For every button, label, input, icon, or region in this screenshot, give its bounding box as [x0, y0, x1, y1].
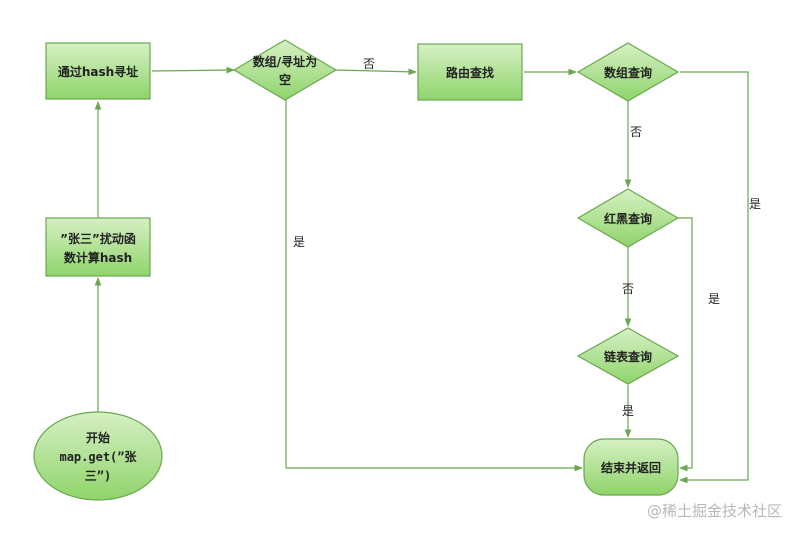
node-hash-addr-shape — [45, 42, 151, 100]
node-rb-query-label: 红黑查询 — [604, 211, 652, 226]
edge-label-array-no: 否 — [630, 125, 642, 139]
node-list-query-label: 链表查询 — [604, 349, 652, 364]
node-start-shape — [33, 411, 163, 501]
edge-rb-query-to-end — [678, 217, 693, 472]
edge-array-empty-to-route-find — [335, 68, 417, 76]
node-list-query: 链表查询 — [576, 327, 680, 385]
edge-label-array-yes: 是 — [749, 197, 761, 211]
edge-label-empty-no: 否 — [363, 57, 375, 71]
node-hash-calc-shape — [45, 217, 151, 277]
edge-label-rb-no: 否 — [622, 282, 634, 296]
edge-labels: 否 是 否 是 否 是 是 — [293, 57, 761, 418]
node-list-query-shape — [576, 327, 680, 385]
node-rb-query-shape — [576, 188, 680, 248]
edge-array-empty-to-end — [285, 99, 583, 472]
node-route-find: 路由查找 — [417, 43, 523, 101]
node-route-find-shape — [417, 43, 523, 101]
node-array-query-label: 数组查询 — [604, 65, 652, 80]
edge-label-rb-yes: 是 — [708, 292, 720, 306]
node-array-query-shape — [576, 42, 680, 102]
node-route-find-label: 路由查找 — [446, 65, 494, 80]
edges — [94, 66, 749, 484]
node-start-label-2: map.get(”张 — [59, 449, 137, 464]
node-hash-addr-label: 通过hash寻址 — [58, 64, 138, 79]
node-end-shape — [583, 438, 679, 496]
edge-label-empty-yes: 是 — [293, 235, 305, 249]
node-array-query: 数组查询 — [576, 42, 680, 102]
edge-label-list-yes: 是 — [622, 404, 634, 418]
watermark: @稀土掘金技术社区 — [646, 502, 782, 520]
node-hash-calc-label-1: ”张三”扰动函 — [60, 231, 136, 246]
node-end-label: 结束并返回 — [601, 460, 661, 475]
node-hash-calc-label-2: 数计算hash — [64, 250, 132, 265]
node-start-label-3: 三”) — [85, 469, 111, 483]
node-hash-addr: 通过hash寻址 — [45, 42, 151, 100]
node-start-label-1: 开始 — [86, 430, 110, 445]
node-array-empty: 数组/寻址为 空 — [232, 39, 338, 101]
node-rb-query: 红黑查询 — [576, 188, 680, 248]
node-start: 开始 map.get(”张 三”) — [33, 411, 163, 501]
node-array-empty-label-1: 数组/寻址为 — [253, 54, 317, 69]
edge-hash-addr-to-array-empty — [151, 66, 235, 74]
node-array-empty-label-2: 空 — [279, 72, 291, 87]
node-array-empty-shape — [232, 39, 338, 101]
edge-array-query-to-end — [679, 71, 749, 484]
node-hash-calc: ”张三”扰动函 数计算hash — [45, 217, 151, 277]
node-end: 结束并返回 — [583, 438, 679, 496]
